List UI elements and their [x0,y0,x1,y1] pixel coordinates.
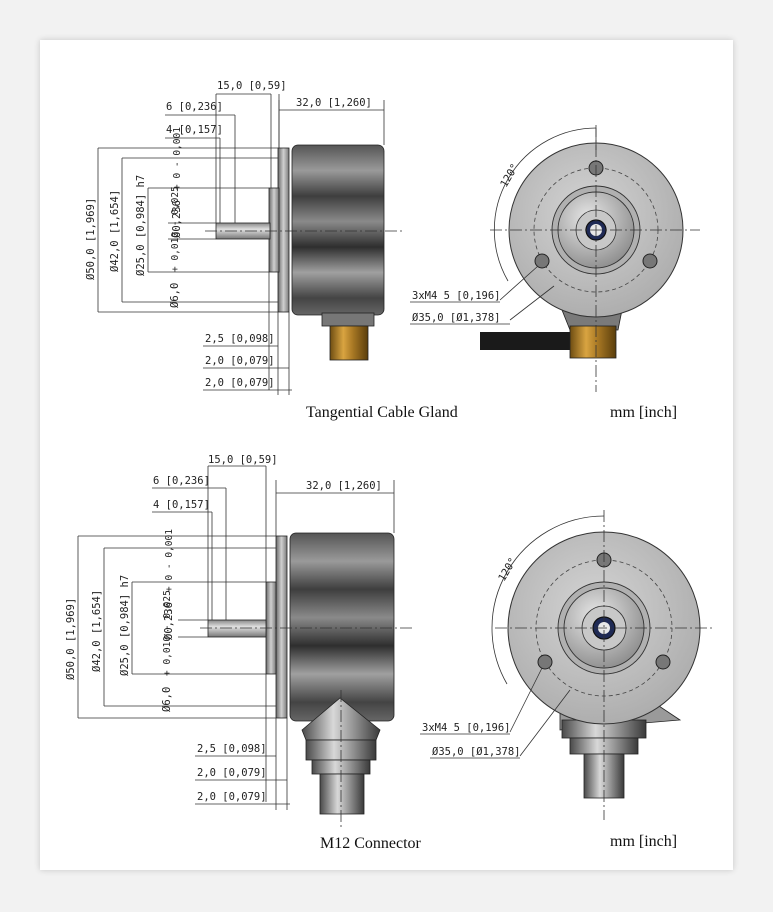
dim-body-length-m12: 32,0 [1,260] [306,480,382,492]
mount-hole-left-m12 [537,654,553,670]
flange-m12 [275,535,288,719]
dim-2-5-m12: 2,5 [0,098] [197,743,267,755]
drawing-sheet: 15,0 [0,59] 6 [0,236] 4 [0,157] 32,0 [1,… [40,40,733,870]
dim-6-m12: 6 [0,236] [153,475,210,487]
dim-dia-50: Ø50,0 [1,969] [85,198,97,280]
dim-2-0-b-m12: 2,0 [0,079] [197,791,267,803]
unit-caption-top: mm [inch] [610,404,677,421]
drawing-canvas: 15,0 [0,59] 6 [0,236] 4 [0,157] 32,0 [1,… [65,80,715,852]
dim-dia-25: Ø25,0 [0,984] h7 [135,175,147,276]
dim-dia-0236-m12: Ø0,236 [163,602,175,640]
shaft-m12 [207,619,267,638]
bottom-side-view: 15,0 [0,59] 6 [0,236] 4 [0,157] 32,0 [1,… [65,454,422,852]
mount-hole-right [642,253,658,269]
dim-tol-0236-m12: + 0 - 0,001 [164,529,175,592]
top-front-view: 120° 3xM4 5 [0,196] Ø35,0 [Ø1,378] mm [i… [410,125,700,421]
cable [480,332,580,350]
unit-caption-bottom: mm [inch] [610,833,677,850]
caption-tangential-cable-gland: Tangential Cable Gland [306,404,458,421]
dim-2-0-b: 2,0 [0,079] [205,377,275,389]
dim-4: 4 [0,157] [166,124,223,136]
dim-dia-0236: Ø0,236 [171,200,183,238]
dim-dia-42-m12: Ø42,0 [1,654] [91,590,103,672]
encoder-body-m12 [289,532,395,722]
dim-dia-25-m12: Ø25,0 [0,984] h7 [119,575,131,676]
dim-angle: 120° [498,162,521,190]
dim-thread-m12: 3xM4 5 [0,196] [422,722,511,734]
dim-bolt-circle-m12: Ø35,0 [Ø1,378] [432,746,521,758]
dim-tol-6: + 0,010 - 0,025 [170,186,181,272]
bottom-front-view: 120° 3xM4 5 [0,196] Ø35,0 [Ø1,378] mm [i… [420,510,715,850]
encoder-body [291,144,385,316]
dim-thread: 3xM4 5 [0,196] [412,290,501,302]
dim-4-m12: 4 [0,157] [153,499,210,511]
flange [277,147,290,313]
cable-gland [329,325,369,361]
dim-2-0-a-m12: 2,0 [0,079] [197,767,267,779]
dim-bolt-circle: Ø35,0 [Ø1,378] [412,312,501,324]
dim-shaft-length: 15,0 [0,59] [217,80,287,92]
caption-m12-connector: M12 Connector [320,835,422,852]
dim-dia-42: Ø42,0 [1,654] [109,190,121,272]
front-cable-gland [569,325,617,359]
m12-connector [319,773,365,815]
mount-hole-right-m12 [655,654,671,670]
dim-dia-50-m12: Ø50,0 [1,969] [65,598,77,680]
dim-angle-m12: 120° [496,556,519,584]
dim-2-0-a: 2,0 [0,079] [205,355,275,367]
dim-dia-6-m12: Ø6,0 [161,687,173,712]
mount-hole-left [534,253,550,269]
dim-shaft-length-m12: 15,0 [0,59] [208,454,278,466]
dim-6: 6 [0,236] [166,101,223,113]
dim-dia-6: Ø6,0 [169,283,181,308]
spigot [268,187,280,273]
dim-body-length: 32,0 [1,260] [296,97,372,109]
top-side-view: 15,0 [0,59] 6 [0,236] 4 [0,157] 32,0 [1,… [85,80,458,421]
dim-tol-0236: + 0 - 0,001 [172,127,183,190]
gland-base [321,312,375,327]
dim-tol-6-m12: + 0,010 - 0,025 [162,590,173,676]
dim-2-5: 2,5 [0,098] [205,333,275,345]
